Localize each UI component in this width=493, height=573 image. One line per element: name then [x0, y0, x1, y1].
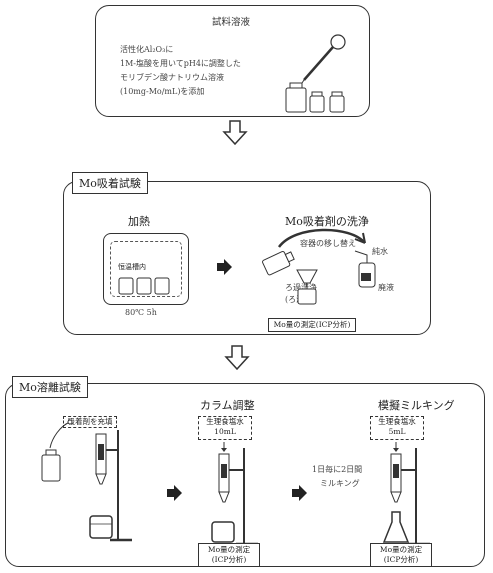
filtrate-label: (ろ液)	[285, 295, 308, 304]
column-icon	[218, 453, 230, 503]
wash-title: Mo吸着剤の洗浄	[285, 215, 369, 228]
oven-bottles-icon	[118, 277, 170, 295]
milking-title: 模擬ミルキング	[378, 399, 455, 412]
right-arrow-icon	[217, 259, 232, 275]
sample-solution-title: 試料溶液	[212, 17, 251, 28]
oven-label: 恒温槽内	[118, 263, 146, 271]
transfer-label: 容器の移し替え	[300, 239, 356, 248]
saline-10ml-label: 生理食塩水 10mL	[198, 416, 252, 440]
adsorption-result-box: Mo量の測定(ICP分析)	[268, 318, 356, 332]
elution-test-tab: Mo溶離試験	[12, 376, 88, 398]
beaker-icon	[211, 521, 235, 543]
wash-bottle-icon	[354, 250, 376, 288]
bottle-icon	[41, 449, 61, 482]
sample-line-3: モリブデン酸ナトリウム溶液	[120, 73, 224, 82]
column-packing-illustration	[41, 419, 132, 542]
dropper-and-bottles-illustration	[285, 34, 346, 113]
water-label: 純水	[372, 247, 388, 256]
milking-note: 1日毎に2日間	[312, 465, 363, 474]
oven-caption: 80℃ 5h	[125, 308, 157, 317]
tilted-bottle-icon	[262, 251, 295, 276]
saline-label: 生理食塩水	[378, 417, 416, 426]
slurry-label: 吸着剤を充填	[63, 416, 117, 428]
milking-illustration	[382, 442, 430, 546]
curved-arrow-icon	[277, 228, 366, 248]
column-icon	[390, 453, 402, 503]
column-title: カラム調整	[200, 399, 255, 412]
right-arrow-icon	[292, 485, 307, 501]
vial-icon	[309, 91, 345, 113]
right-arrow-icon	[167, 485, 182, 501]
flask-icon	[382, 511, 410, 543]
waste-label: 廃液	[378, 283, 394, 292]
down-arrow-icon	[224, 345, 250, 371]
saline-5ml-label: 生理食塩水 5mL	[370, 416, 424, 440]
bottle-icon	[285, 82, 307, 113]
heat-label: 加熱	[128, 215, 150, 228]
sample-line-2: 1M-塩酸を用いてpH4に調整した	[120, 59, 241, 68]
filter-label: ろ過洗浄	[285, 283, 317, 292]
column-elution-illustration	[211, 442, 258, 546]
saline-volume: 10mL	[214, 427, 236, 436]
oven-inner	[110, 241, 182, 297]
milking-result-box: Mo量の測定(ICP分析)	[370, 543, 432, 567]
adsorption-test-tab: Mo吸着試験	[72, 172, 148, 194]
column-result-box: Mo量の測定(ICP分析)	[198, 543, 260, 567]
milking-note-2: ミルキング	[320, 479, 360, 488]
down-arrow-icon	[222, 120, 248, 146]
saline-label: 生理食塩水	[206, 417, 244, 426]
saline-volume: 5mL	[388, 427, 406, 436]
washing-illustration	[262, 228, 376, 305]
funnel-icon	[296, 269, 318, 305]
stand-icon	[400, 448, 430, 546]
sample-line-4: (10mg-Mo/mL)を添加	[120, 87, 205, 96]
sample-line-1: 活性化Al₂O₃に	[120, 45, 174, 54]
column-icon	[95, 433, 107, 485]
dropper-icon	[299, 34, 346, 87]
beaker-icon	[89, 515, 113, 539]
